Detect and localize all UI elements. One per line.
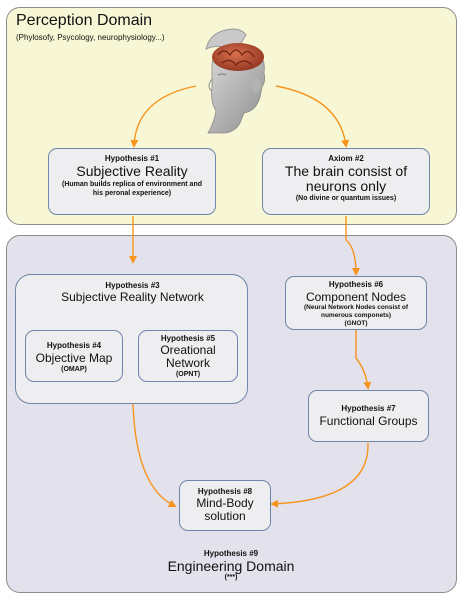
hypothesis-1-note: (Human builds replica of environment and… [61,181,203,197]
hypothesis-6-note-gnot: (GNOT) [344,320,368,327]
hypothesis-6-label: Hypothesis #6 [328,280,384,289]
axiom-2-note: (No divine or quantum issues) [295,195,397,202]
engineering-domain-title: Engineering Domain [167,558,295,574]
hypothesis-1-box[interactable]: Hypothesis #1 Subjective Reality (Human … [48,148,216,215]
hypothesis-8-box[interactable]: Hypothesis #8 Mind-Body solution [179,480,271,531]
hypothesis-7-label: Hypothesis #7 [341,404,396,413]
hypothesis-3-label: Hypothesis #3 [105,281,160,290]
hypothesis-6-box[interactable]: Hypothesis #6 Component Nodes (Neural Ne… [285,276,427,330]
perception-domain-subtitle: (Phylosofy, Psycology, neurophysiology..… [16,33,165,42]
hypothesis-8-title: Mind-Body solution [196,496,254,523]
hypothesis-5-box[interactable]: Hypothesis #5 Oreational Network (OPNT) [138,330,238,382]
hypothesis-4-label: Hypothesis #4 [46,341,102,350]
hypothesis-7-box[interactable]: Hypothesis #7 Functional Groups [308,390,429,442]
hypothesis-9-note: (***) [224,574,238,581]
perception-domain-title: Perception Domain [16,12,153,29]
hypothesis-7-title: Functional Groups [319,414,418,428]
hypothesis-4-title: Objective Map [35,351,113,365]
arrow-axiom-2-to-hypothesis-6 [345,216,360,276]
hypothesis-1-title: Subjective Reality [76,163,188,179]
arrow-hypothesis-6-to-hypothesis-7 [355,330,372,390]
hypothesis-5-note: (OPNT) [175,371,201,378]
arrow-head-to-axiom-2 [275,85,350,148]
arrow-head-to-hypothesis-1 [130,85,197,148]
hypothesis-1-label: Hypothesis #1 [104,154,160,163]
axiom-2-box[interactable]: Axiom #2 The brain consist of neurons on… [262,148,430,215]
hypothesis-9-label: Hypothesis #9 [203,549,259,558]
hypothesis-8-label: Hypothesis #8 [197,487,253,496]
hypothesis-6-title: Component Nodes [305,290,407,304]
hypothesis-5-label: Hypothesis #5 [160,334,216,343]
arrow-hypothesis-3-to-hypothesis-8 [132,403,177,508]
hypothesis-9-group: Hypothesis #9 Engineering Domain (***) [131,549,331,582]
open-head-brain-icon [205,28,266,134]
hypothesis-5-title: Oreational Network [160,343,216,370]
hypothesis-6-note: (Neural Network Nodes consist of numerou… [303,304,409,319]
axiom-2-label: Axiom #2 [328,154,364,163]
hypothesis-4-box[interactable]: Hypothesis #4 Objective Map (OMAP) [25,330,123,382]
hypothesis-4-note: (OMAP) [61,366,87,373]
arrow-hypothesis-7-to-hypothesis-8 [270,442,369,508]
axiom-2-title: The brain consist of neurons only [284,163,408,194]
hypothesis-3-title: Subjective Reality Network [61,290,204,304]
